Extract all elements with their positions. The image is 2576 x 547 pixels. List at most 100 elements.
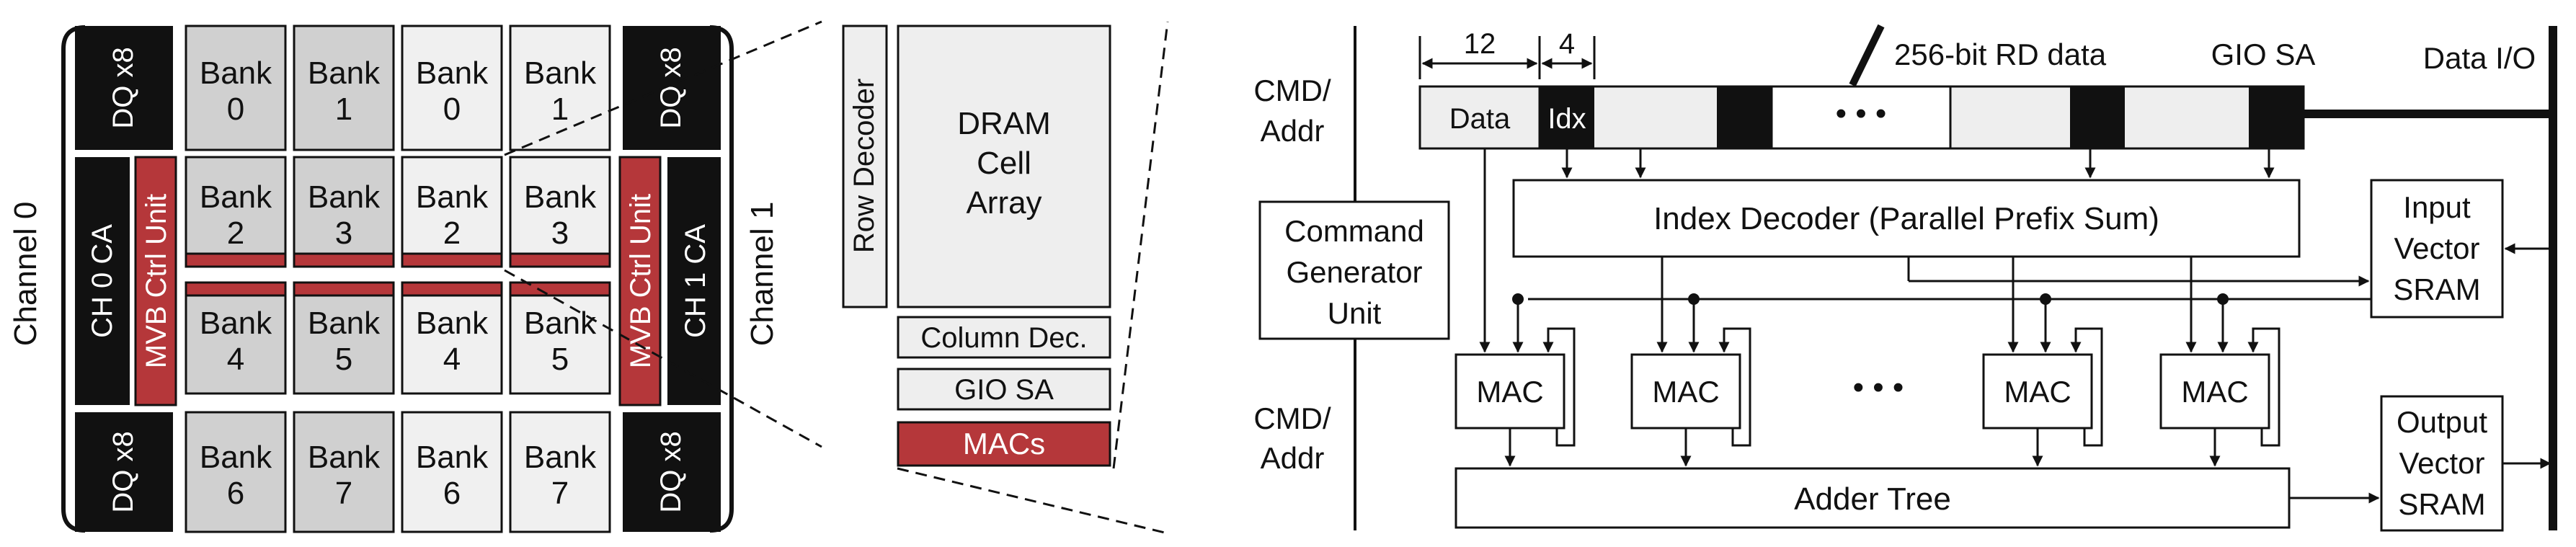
mac-ellipsis: • • •	[1853, 370, 1904, 405]
bank-mac-strip-bottom	[293, 252, 395, 268]
bank-label: Bank	[308, 440, 381, 475]
mvb-ctrl-unit-right	[618, 156, 662, 406]
mac-accumulate-loop	[1718, 327, 1751, 447]
bank-label: Bank	[524, 55, 597, 91]
bank-3-2	[401, 411, 503, 533]
bank-mac-strip-bottom	[185, 252, 287, 268]
width-data-label: 12	[1464, 28, 1496, 60]
bank-number: 1	[551, 92, 569, 127]
bank-label: Bank	[416, 306, 489, 341]
rd-data-label: 256-bit RD data	[1894, 37, 2107, 71]
bank-1-2	[401, 156, 503, 268]
bank-number: 2	[443, 215, 461, 251]
macs-label: MACs	[963, 427, 1045, 461]
mac-unit	[2159, 353, 2270, 430]
bank-0-0	[185, 25, 287, 151]
bank-0-1	[293, 25, 395, 151]
dq-block-top-right	[623, 26, 721, 150]
bank-2-1	[293, 281, 395, 395]
bank-number: 2	[227, 215, 244, 251]
bank-label: Bank	[308, 55, 381, 91]
mac-label: MAC	[1476, 375, 1543, 409]
bank-3-0	[185, 411, 287, 533]
mvb-ctrl-label-left: MVB Ctrl Unit	[141, 194, 172, 368]
bank-2-2	[401, 281, 503, 395]
index-decoder-label: Index Decoder (Parallel Prefix Sum)	[1653, 201, 2159, 236]
zoom-line-right-bottom	[897, 467, 1168, 535]
zoom-line-top	[504, 20, 822, 156]
gio-data-label: Data	[1449, 103, 1511, 135]
bank-label: Bank	[416, 440, 489, 475]
bank-label: Bank	[200, 306, 272, 341]
output-vector-line1: Output	[2397, 405, 2487, 439]
input-vector-line2: Vector	[2394, 231, 2479, 265]
mac-accumulate-loop	[1542, 327, 1576, 447]
channel-1-bracket	[709, 25, 734, 533]
bank-number: 1	[335, 92, 352, 127]
ch0-ca-block	[75, 157, 130, 405]
dram-cell-array	[897, 25, 1111, 308]
zoom-line-bottom	[504, 269, 822, 448]
input-vector-sram	[2370, 179, 2504, 319]
bank-mac-strip-top	[401, 281, 503, 297]
mac-accumulate-loop	[2247, 327, 2280, 447]
bank-label: Bank	[308, 179, 381, 215]
cmd-addr-top-line2: Addr	[1261, 114, 1325, 148]
bank-0-3	[509, 25, 611, 151]
gio-white-cell	[1770, 85, 1952, 150]
dq-block-top-left	[75, 26, 173, 150]
bank-mac-strip-top	[509, 281, 611, 297]
bank-label: Bank	[200, 440, 272, 475]
bank-label: Bank	[524, 440, 597, 475]
data-io-label: Data I/O	[2423, 41, 2536, 75]
adder-tree-label: Adder Tree	[1794, 481, 1951, 517]
dq-label-top-left: DQ x8	[107, 47, 139, 128]
bank-mac-strip-bottom	[401, 252, 503, 268]
bank-label: Bank	[524, 179, 597, 215]
mac-label: MAC	[2181, 375, 2248, 409]
bank-number: 4	[227, 342, 244, 377]
zoom-line-right-top	[1112, 21, 1169, 469]
mac-accumulate-loop	[2070, 327, 2103, 447]
bank-1-3	[509, 156, 611, 268]
bank-number: 5	[335, 342, 352, 377]
mac-label: MAC	[2004, 375, 2071, 409]
bank-3-1	[293, 411, 395, 533]
adder-tree-block	[1454, 467, 2291, 529]
cell-array-line2: Cell	[977, 146, 1031, 181]
gio-sa-label: GIO SA	[954, 374, 1054, 406]
bank-number: 6	[227, 476, 244, 511]
column-decoder-block	[897, 316, 1111, 359]
cmd-addr-top-line1: CMD/	[1253, 74, 1331, 107]
gio-black-cell-4	[2249, 86, 2304, 148]
bank-label: Bank	[308, 306, 381, 341]
mvb-ctrl-unit-left	[134, 156, 177, 406]
bank-0-2	[401, 25, 503, 151]
bank-grid: Bank0Bank1Bank0Bank1Bank2Bank3Bank2Bank3…	[185, 25, 611, 533]
dq-block-bottom-right	[623, 412, 721, 532]
dq-block-bottom-left	[75, 412, 173, 532]
gio-idx-cell	[1540, 86, 1594, 148]
cell-array-line3: Array	[966, 185, 1041, 221]
bank-number: 3	[551, 215, 569, 251]
macs-block	[897, 421, 1111, 467]
ch0-ca-label: CH 0 CA	[86, 224, 118, 338]
bank-number: 7	[335, 476, 352, 511]
bank-label: Bank	[200, 55, 272, 91]
index-decoder-block	[1512, 179, 2301, 258]
cell-array-line1: DRAM	[957, 106, 1051, 141]
input-vector-line1: Input	[2403, 190, 2471, 224]
bank-number: 3	[335, 215, 352, 251]
ch1-ca-block	[667, 157, 721, 405]
mac-unit	[1630, 353, 1741, 430]
ch1-ca-label: CH 1 CA	[680, 224, 711, 338]
bank-1-1	[293, 156, 395, 268]
gio-black-cell-3	[2070, 86, 2125, 148]
bank-1-0	[185, 156, 287, 268]
width-idx-label: 4	[1559, 28, 1575, 60]
output-vector-sram	[2380, 395, 2504, 532]
cmd-gen-line1: Command	[1284, 214, 1424, 248]
gio-ellipsis: • • •	[1836, 96, 1887, 131]
